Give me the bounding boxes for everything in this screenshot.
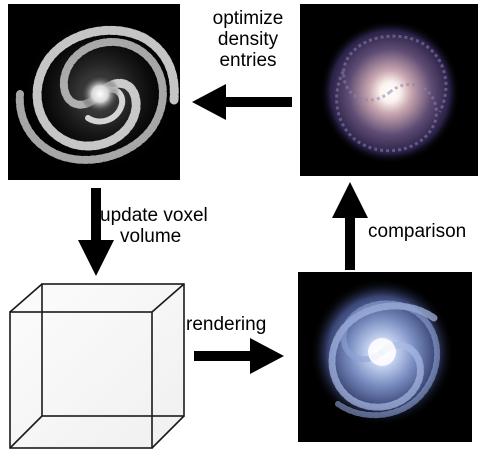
optimize-label-line-1: optimize [212,8,284,29]
arrow-left [192,84,292,120]
target-galaxy-svg [300,4,478,176]
optimized-galaxy-svg [8,4,180,180]
optimize-label-line-2: density [217,29,279,50]
voxel-volume-cube [9,283,185,449]
rendering-label: rendering [186,314,267,335]
arrow-up [332,182,368,270]
optimize-label-line-3: entries [219,50,277,71]
rendered-galaxy-image [298,272,472,442]
comparison-label: comparison [368,221,467,242]
target-galaxy-image [300,4,478,176]
update-label-line-1: update voxel [100,205,208,226]
update-label-line-2: volume [120,226,182,247]
arrow-right [194,338,284,374]
arrow-down [78,188,114,276]
update-voxel-label: update voxel volume [100,205,280,247]
optimized-galaxy-image [8,4,180,180]
optimize-density-label: optimize density entries [195,8,301,71]
rendered-galaxy-svg [298,272,472,442]
